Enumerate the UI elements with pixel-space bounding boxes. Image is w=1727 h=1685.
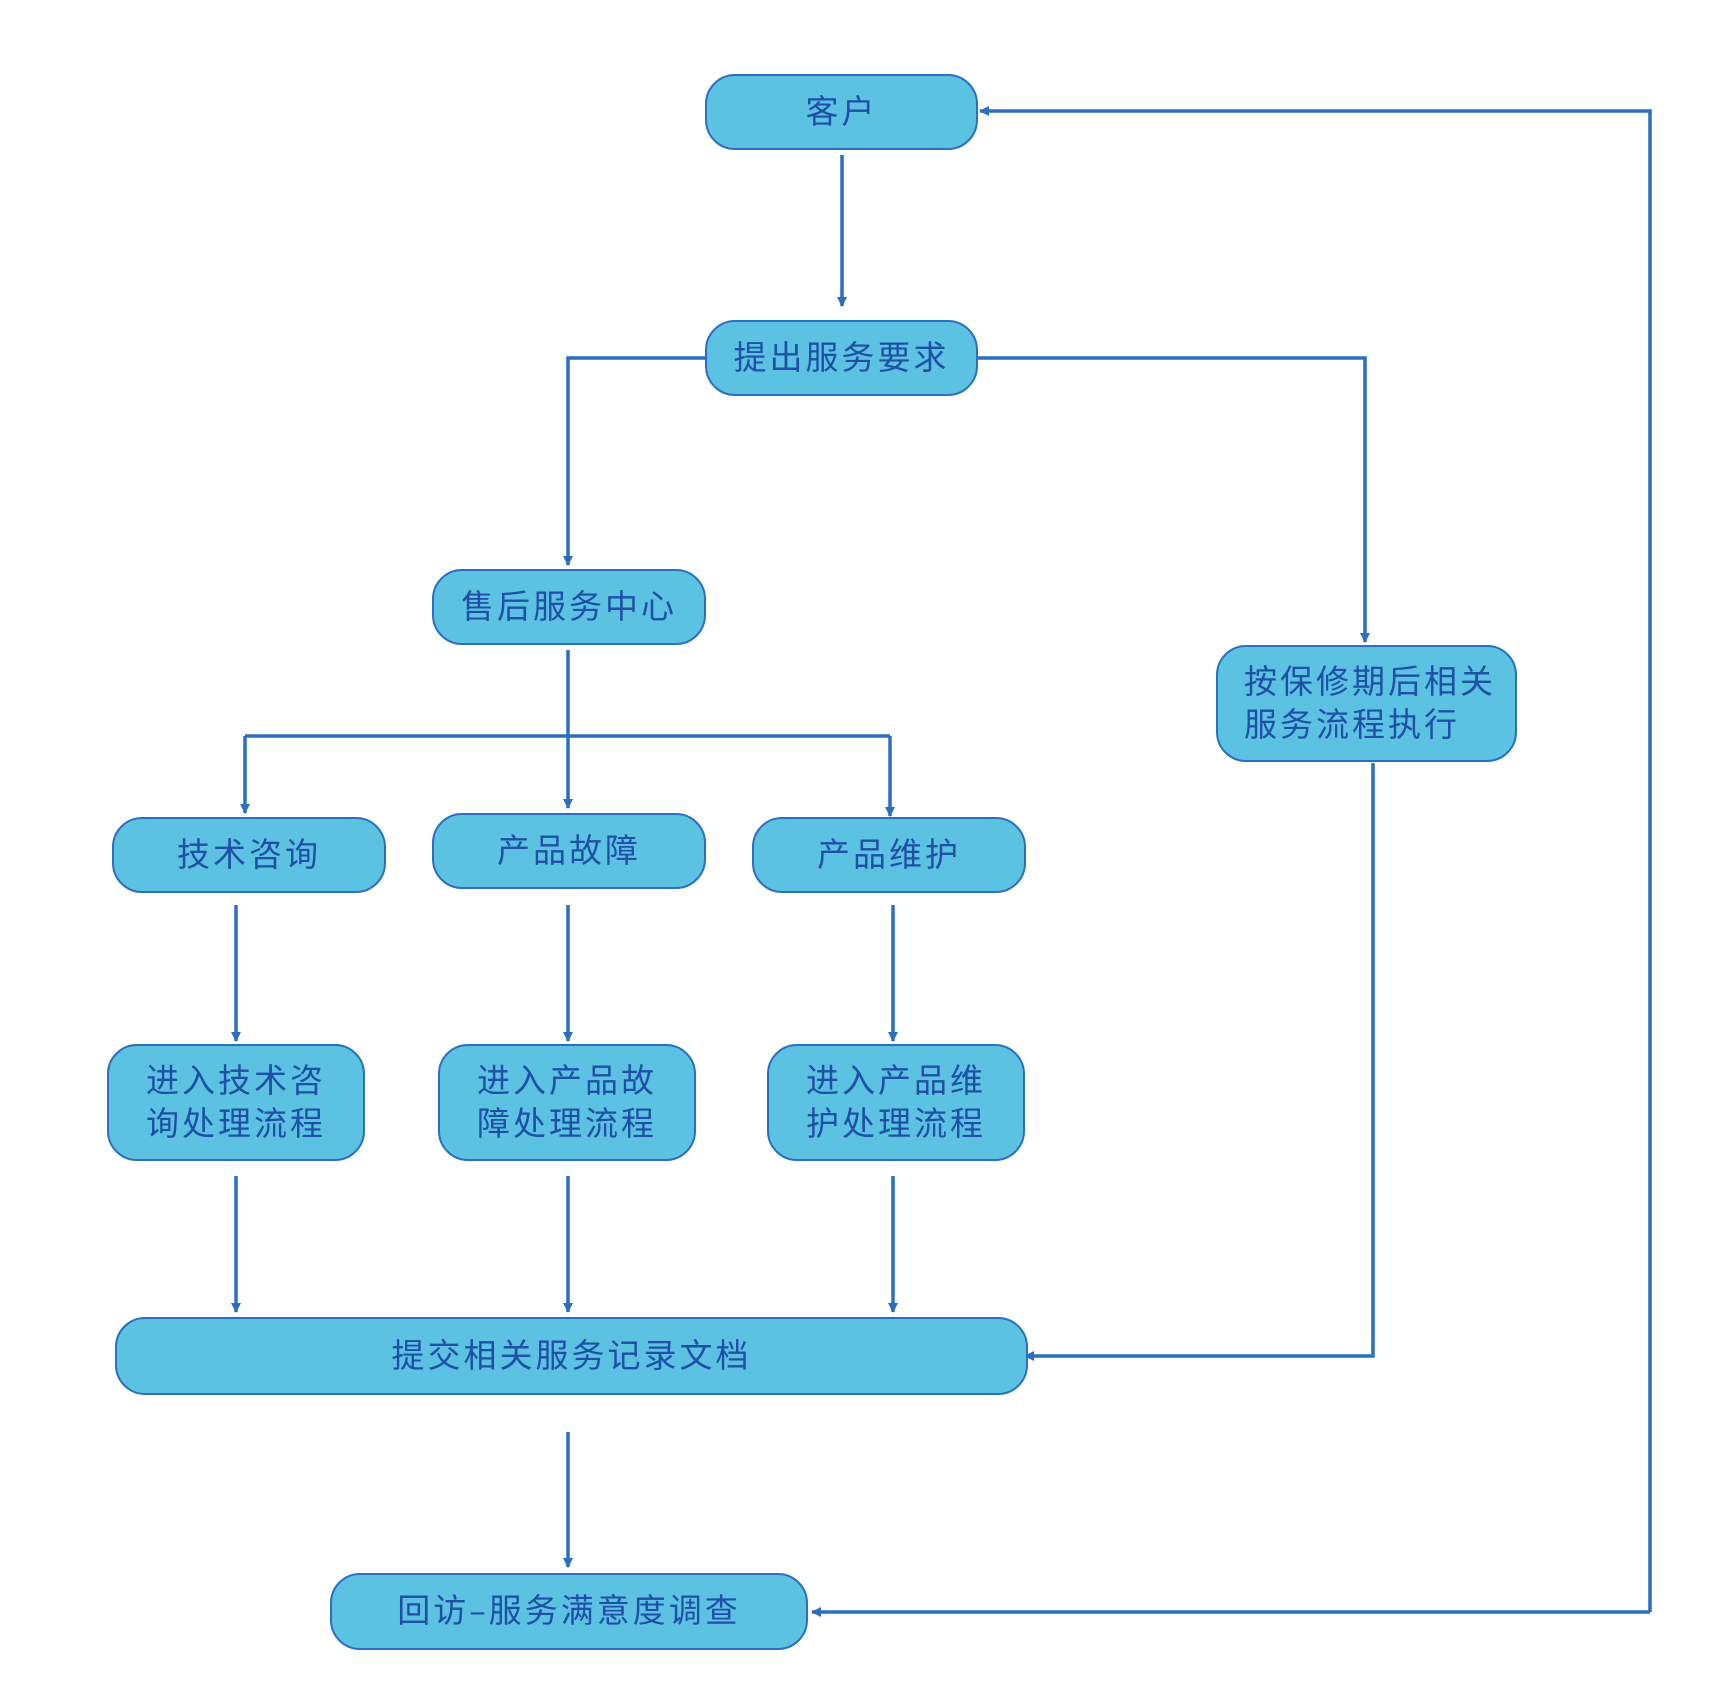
node-product-fault-process-line-2: 障处理流程: [477, 1103, 657, 1143]
node-tech-consult-process-line-1: 进入技术咨: [146, 1060, 326, 1100]
node-product-fault-text: 产品故障: [497, 830, 641, 870]
node-product-maintenance-process-line-1: 进入产品维: [806, 1060, 986, 1100]
node-submit-records: 提交相关服务记录文档: [115, 1317, 1028, 1395]
node-product-fault-process-line-1: 进入产品故: [477, 1060, 657, 1100]
node-post-warranty-line-2: 服务流程执行: [1244, 704, 1460, 744]
node-product-fault: 产品故障: [432, 813, 706, 889]
node-customer-text: 客户: [805, 91, 878, 131]
node-post-warranty: 按保修期后相关 服务流程执行: [1216, 645, 1517, 762]
node-product-maintenance-process-line-2: 护处理流程: [806, 1103, 986, 1143]
node-tech-consult-process-line-2: 询处理流程: [146, 1103, 326, 1143]
node-submit-records-text: 提交相关服务记录文档: [391, 1335, 752, 1375]
node-product-maintenance-process: 进入产品维 护处理流程: [767, 1044, 1025, 1161]
arrow-request-to-post-warranty: [978, 356, 1370, 643]
arrow-post-warranty-to-records: [1024, 763, 1375, 1361]
arrow-request-to-center: [563, 356, 705, 566]
node-customer: 客户: [705, 74, 978, 150]
node-post-warranty-line-1: 按保修期后相关: [1244, 661, 1496, 701]
node-service-request-text: 提出服务要求: [733, 337, 950, 377]
node-after-sales-center-text: 售后服务中心: [461, 586, 677, 626]
arrow-survey-feedback-to-customer: [979, 106, 1652, 1612]
node-tech-consult: 技术咨询: [112, 817, 386, 893]
node-tech-consult-process: 进入技术咨 询处理流程: [107, 1044, 365, 1161]
node-follow-up-survey-text: 回访–服务满意度调查: [397, 1591, 741, 1631]
node-service-request: 提出服务要求: [705, 320, 978, 396]
node-product-fault-process: 进入产品故 障处理流程: [438, 1044, 696, 1161]
node-follow-up-survey: 回访–服务满意度调查: [330, 1573, 808, 1650]
node-product-maintenance-text: 产品维护: [817, 834, 961, 874]
node-after-sales-center: 售后服务中心: [432, 569, 706, 645]
node-tech-consult-text: 技术咨询: [177, 834, 321, 874]
node-product-maintenance: 产品维护: [752, 817, 1026, 893]
